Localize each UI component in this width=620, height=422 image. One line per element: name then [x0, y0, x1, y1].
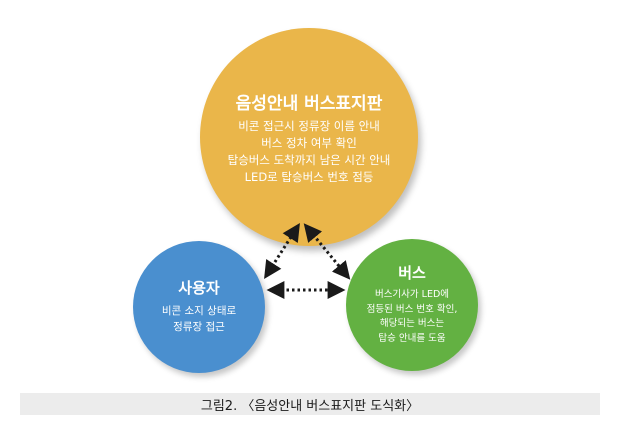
bus-sign-line: LED로 탑승버스 번호 점등 — [244, 170, 374, 185]
bus-sign-circle: 음성안내 버스표지판 비콘 접근시 정류장 이름 안내 버스 정차 여부 확인 … — [200, 28, 418, 246]
bus-circle: 버스 버스기사가 LED에 점등된 버스 번호 확인, 해당되는 버스는 탑승 … — [346, 239, 478, 371]
diagram: 음성안내 버스표지판 비콘 접근시 정류장 이름 안내 버스 정차 여부 확인 … — [133, 28, 478, 373]
arrow-sign-to-bus — [303, 223, 351, 280]
bus-sign-line: 버스 정차 여부 확인 — [261, 136, 357, 151]
user-title: 사용자 — [178, 279, 220, 297]
user-line: 비콘 소지 상태로 — [161, 305, 237, 317]
bus-sign-line: 비콘 접근시 정류장 이름 안내 — [238, 119, 380, 134]
user-line: 정류장 접근 — [173, 321, 225, 333]
figure-caption: 그림2. 〈음성안내 버스표지판 도식화〉 — [200, 398, 420, 414]
bus-title: 버스 — [398, 264, 426, 282]
bus-sign-title: 음성안내 버스표지판 — [235, 93, 383, 114]
bus-line: 점등된 버스 번호 확인, — [366, 303, 458, 315]
bus-line: 버스기사가 LED에 — [374, 289, 450, 300]
bus-line: 탑승 안내를 도움 — [378, 332, 446, 344]
bus-sign-line: 탑승버스 도착까지 남은 시간 안내 — [227, 153, 391, 168]
connector-arrows — [264, 222, 351, 299]
arrow-user-to-sign — [264, 222, 300, 280]
user-circle: 사용자 비콘 소지 상태로 정류장 접근 — [133, 241, 265, 373]
caption-bar: 그림2. 〈음성안내 버스표지판 도식화〉 — [20, 393, 600, 415]
bus-line: 해당되는 버스는 — [379, 318, 445, 329]
